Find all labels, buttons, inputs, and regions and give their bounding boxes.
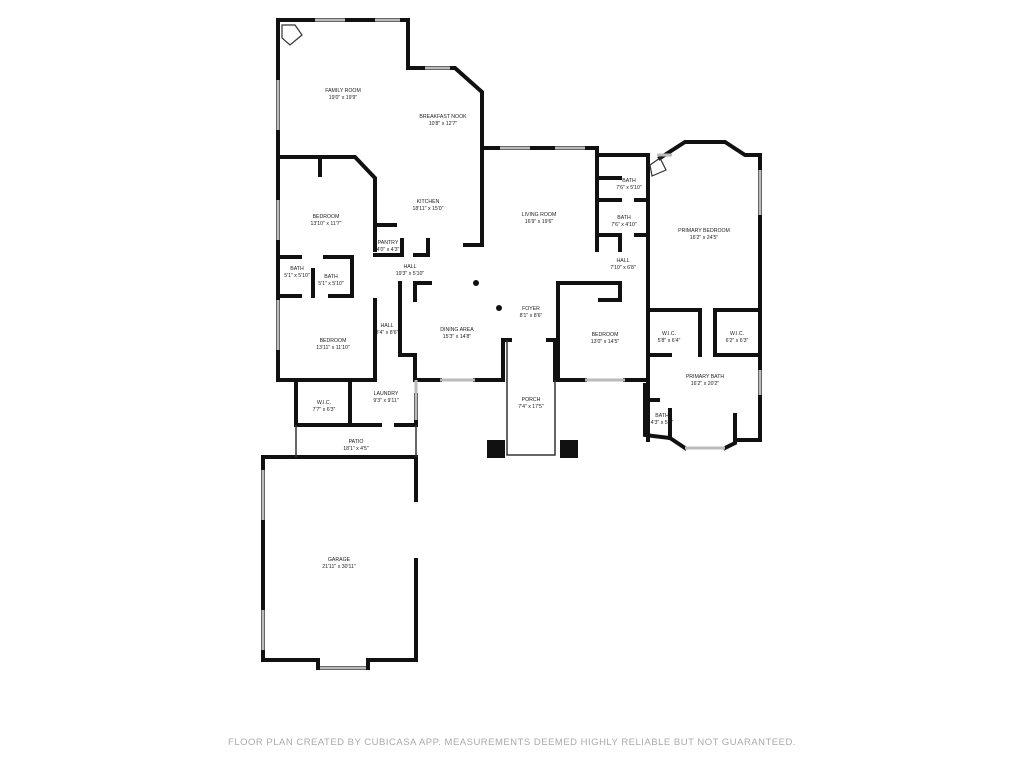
porch-columns [281, 24, 667, 458]
room-name: PRIMARY BEDROOM [678, 228, 730, 234]
room-name: BEDROOM [592, 332, 619, 338]
room-name: PANTRY [378, 240, 399, 246]
room-name: KITCHEN [417, 199, 440, 205]
room-dims: 19'0" x 19'9" [329, 95, 358, 101]
room-labels: FAMILY ROOM 19'0" x 19'9" BREAKFAST NOOK… [284, 88, 748, 570]
room-dims: 5'1" x 5'10" [284, 273, 310, 279]
room-name: BEDROOM [320, 338, 347, 344]
room-name: GARAGE [328, 557, 351, 563]
room-name: HALL [617, 258, 630, 264]
room-name: LAUNDRY [374, 391, 399, 397]
room-dims: 18'1" x 4'5" [343, 446, 369, 452]
room-dims: 19'3" x 5'10" [396, 271, 425, 277]
walls [261, 18, 762, 670]
room-dims: 7'10" x 6'8" [610, 265, 636, 271]
room-dims: 16'2" x 24'5" [690, 235, 719, 241]
room-name: BREAKFAST NOOK [419, 114, 467, 120]
room-dims: 7'7" x 6'3" [313, 407, 336, 413]
room-name: W.I.C. [662, 331, 676, 337]
room-name: BATH [655, 413, 669, 419]
room-dims: 18'11" x 15'0" [413, 206, 444, 212]
room-name: BATH [617, 215, 631, 221]
room-dims: 10'8" x 12'7" [429, 121, 458, 127]
room-name: PATIO [349, 439, 364, 445]
room-dims: 13'11" x 11'10" [316, 345, 350, 351]
fireplace-icon [281, 24, 303, 46]
room-dims: 5'1" x 5'10" [318, 281, 344, 287]
column [496, 305, 502, 311]
room-name: PRIMARY BATH [686, 374, 725, 380]
room-name: FAMILY ROOM [325, 88, 361, 94]
room-name: FOYER [522, 306, 540, 312]
room-dims: 16'9" x 19'6" [525, 219, 554, 225]
room-dims: 7'6" x 4'10" [611, 222, 637, 228]
disclaimer-footer: FLOOR PLAN CREATED BY CUBICASA APP. MEAS… [228, 737, 796, 748]
porch-column [560, 440, 578, 458]
room-name: BATH [290, 266, 304, 272]
room-dims: 8'1" x 8'6" [520, 313, 543, 319]
room-dims: 4'0" x 4'3" [377, 247, 400, 253]
room-name: BATH [324, 274, 338, 280]
room-name: DINING AREA [440, 327, 474, 333]
room-dims: 5'8" x 6'4" [658, 338, 681, 344]
porch-column [487, 440, 505, 458]
room-name: BATH [622, 178, 636, 184]
room-dims: 16'2" x 20'2" [691, 381, 720, 387]
room-dims: 7'6" x 5'10" [616, 185, 642, 191]
room-name: HALL [404, 264, 417, 270]
room-dims: 13'0" x 14'5" [591, 339, 620, 345]
room-dims: 3'4" x 8'6" [376, 330, 399, 336]
room-dims: 4'3" x 5'7" [651, 420, 674, 426]
room-dims: 9'3" x 9'11" [373, 398, 398, 404]
room-name: W.I.C. [317, 400, 331, 406]
room-dims: 7'4" x 17'5" [518, 404, 544, 410]
room-dims: 6'2" x 6'3" [726, 338, 749, 344]
room-name: LIVING ROOM [522, 212, 557, 218]
room-name: W.I.C. [730, 331, 744, 337]
room-dims: 13'10" x 11'7" [311, 221, 342, 227]
fireplace-icon [649, 157, 667, 177]
room-name: PORCH [522, 397, 541, 403]
windows [261, 18, 762, 670]
room-name: BEDROOM [313, 214, 340, 220]
room-dims: 15'3" x 14'8" [443, 334, 472, 340]
room-name: HALL [381, 323, 394, 329]
column [473, 280, 479, 286]
room-dims: 21'11" x 30'11" [322, 564, 356, 570]
